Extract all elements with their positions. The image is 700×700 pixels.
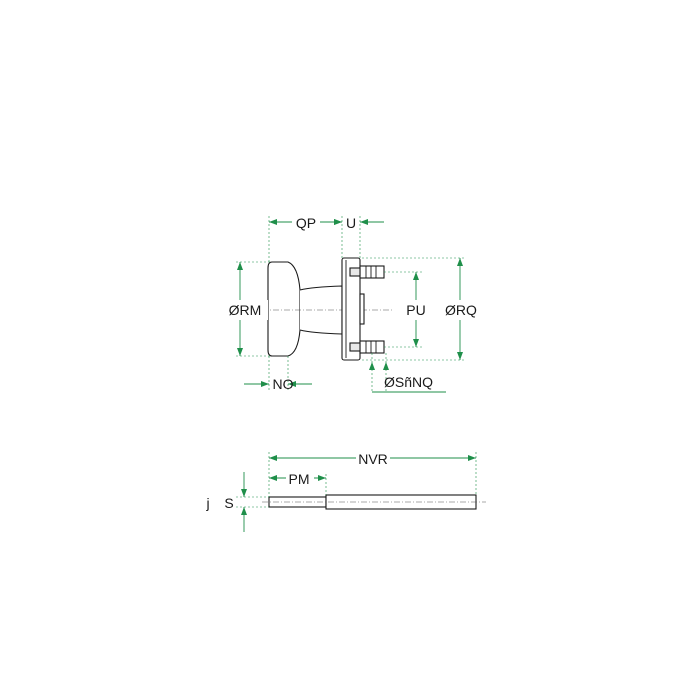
dim-label-total-length: NVR (358, 451, 388, 467)
dim-label-step-length: PM (289, 471, 310, 487)
screw-top (349, 265, 385, 279)
knob-assembly-view: QP U ØRM NO (222, 213, 484, 393)
spindle-view: NVR PM S j (205, 449, 486, 532)
dim-label-plate-diameter: ØRQ (445, 302, 477, 318)
dim-label-side-mark: j (205, 495, 209, 511)
dim-knob-thickness: NO (244, 376, 312, 392)
dim-plate-thickness: U (326, 215, 384, 231)
dim-step-length: PM (269, 469, 326, 487)
dim-label-screw-hole: ØSñNQ (384, 374, 433, 390)
screw-bottom (349, 340, 385, 354)
dim-total-length: NVR (269, 449, 476, 467)
dim-screw-spacing: PU (402, 272, 430, 347)
knob-head (267, 261, 301, 357)
dim-label-knob-thickness: NO (273, 376, 294, 392)
dim-label-square-size: S (224, 495, 233, 511)
dim-plate-diameter: ØRQ (438, 258, 484, 360)
dim-screw-hole: ØSñNQ (369, 362, 446, 393)
dim-label-rose-length: QP (296, 215, 316, 231)
dim-label-plate-thickness: U (346, 215, 356, 231)
spindle-boss (359, 293, 365, 325)
dim-label-rose-diameter: ØRM (229, 302, 262, 318)
dim-rose-diameter: ØRM (222, 262, 268, 356)
dim-square-size: S j (205, 472, 247, 532)
dim-label-screw-spacing: PU (406, 302, 425, 318)
